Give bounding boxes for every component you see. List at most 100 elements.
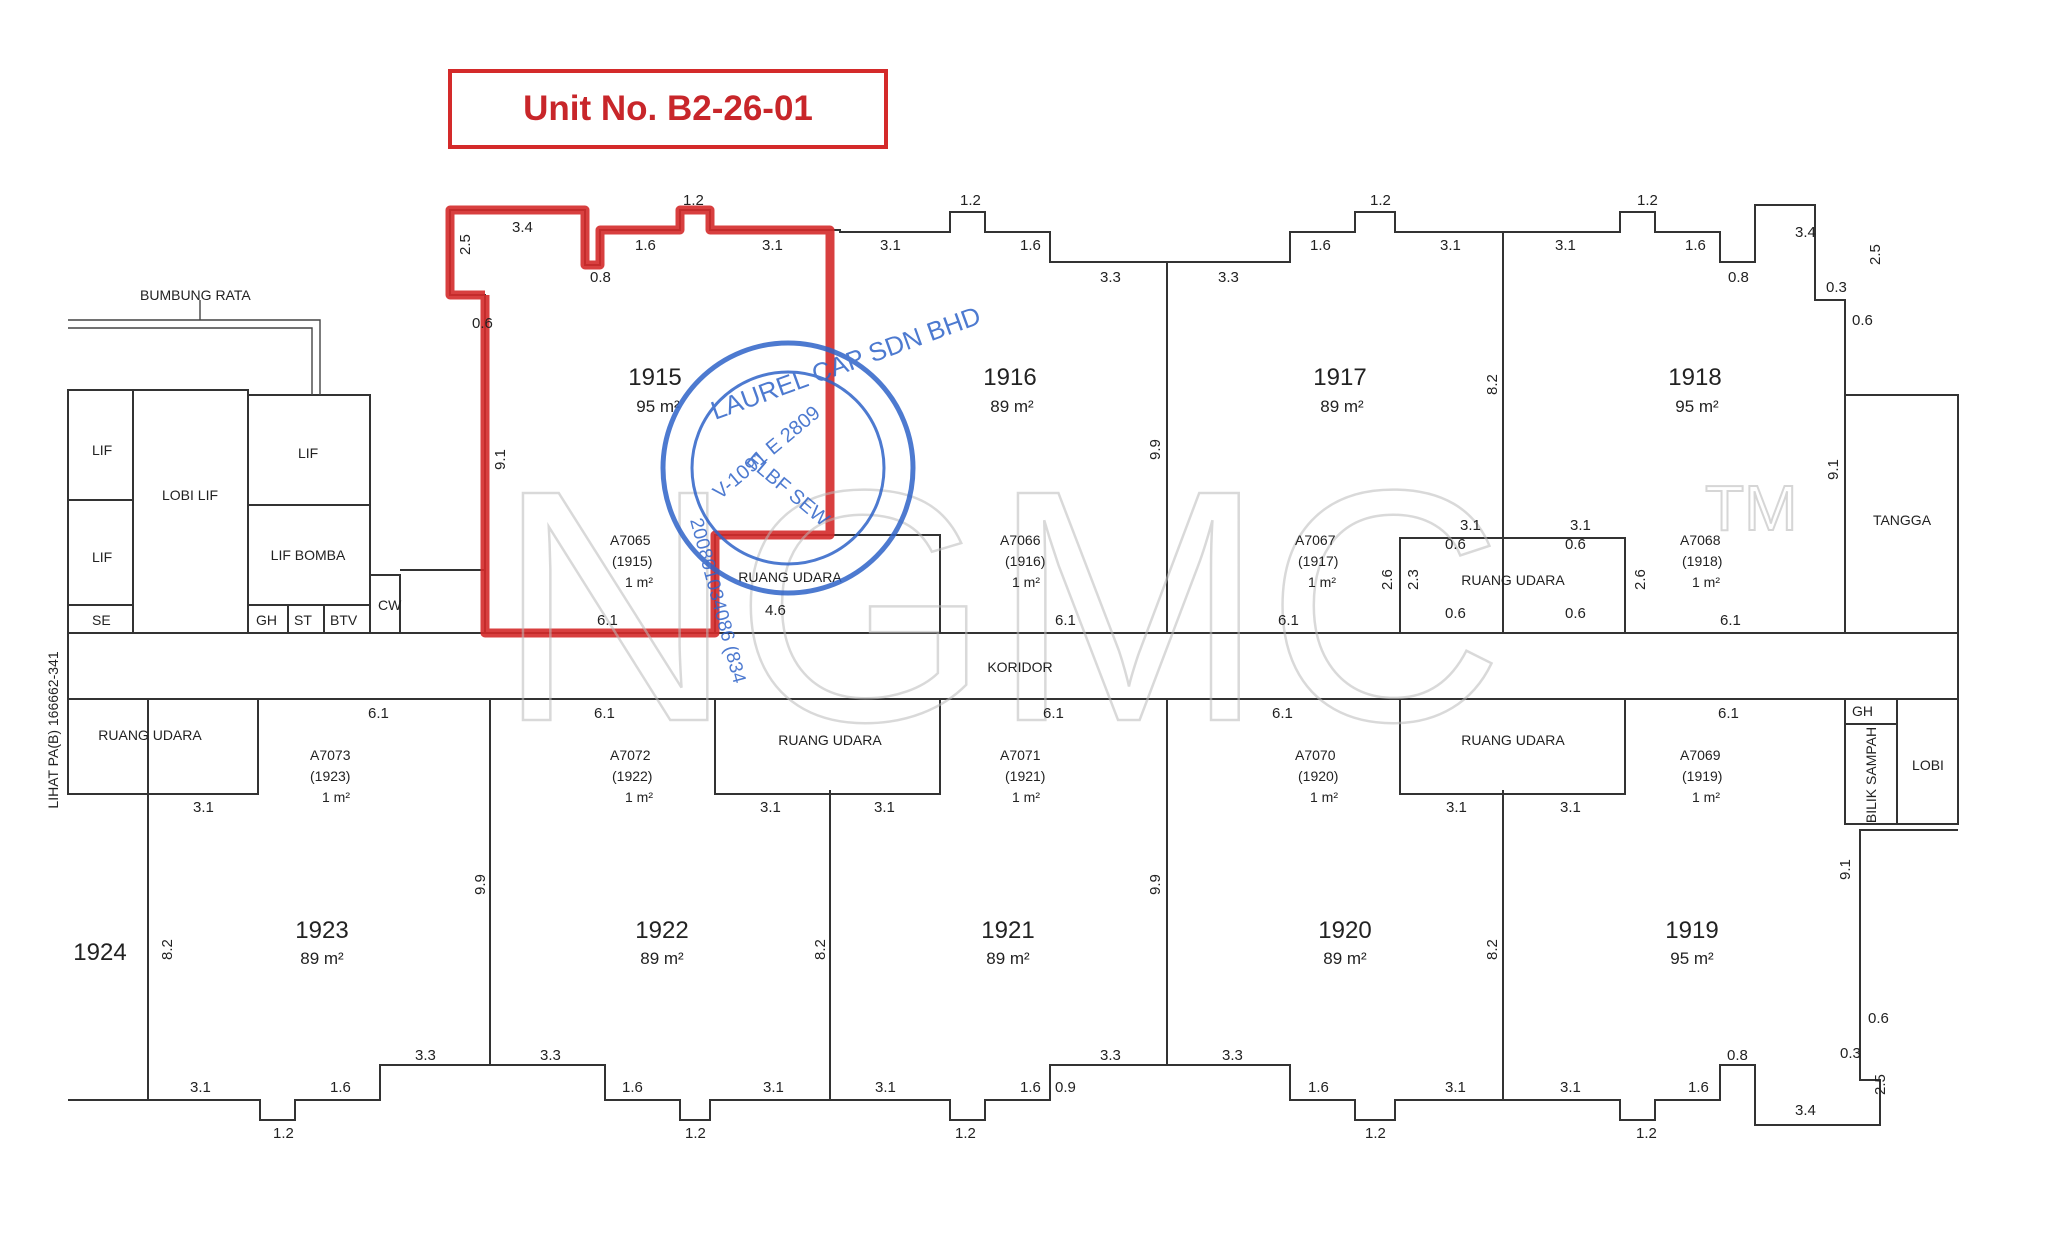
dimension: 1.6 — [330, 1079, 351, 1096]
accessory-parent: (1918) — [1682, 553, 1722, 569]
dimension: 3.1 — [874, 799, 895, 816]
dimension: 3.1 — [1445, 1079, 1466, 1096]
dimension: 8.2 — [1484, 374, 1501, 395]
roof-line-1 — [68, 319, 321, 395]
dimension: 9.1 — [1825, 459, 1842, 480]
dimension: 9.1 — [492, 449, 509, 470]
accessory-parent: (1917) — [1298, 553, 1338, 569]
air-space-label: RUANG UDARA — [98, 727, 202, 743]
dimension: 0.6 — [1445, 605, 1466, 622]
accessory-code: A7065 — [610, 532, 651, 548]
flat-roof-label: BUMBUNG RATA — [140, 287, 251, 303]
unit-area: 89 m² — [1323, 949, 1367, 968]
dimension: 8.2 — [159, 939, 176, 960]
dimension: 0.3 — [1826, 279, 1847, 296]
unit-area: 95 m² — [1675, 397, 1719, 416]
cw-box — [369, 574, 401, 634]
dimension: 3.3 — [415, 1047, 436, 1064]
accessory-parent: (1923) — [310, 768, 350, 784]
dimension: 8.2 — [1484, 939, 1501, 960]
cw-label: CW — [378, 597, 402, 613]
accessory-code: A7072 — [610, 747, 651, 763]
dimension: 9.1 — [1837, 859, 1854, 880]
air-space-bottom-3 — [1399, 698, 1626, 795]
dimension: 1.6 — [1020, 1079, 1041, 1096]
dimension-labels: 3.4 2.5 1.6 3.1 1.2 0.8 0.6 9.1 6.1 4.6 … — [159, 192, 1889, 1142]
dimension: 2.5 — [1867, 244, 1884, 265]
air-space-label: RUANG UDARA — [1461, 572, 1565, 588]
dimension: 3.4 — [1795, 224, 1816, 241]
dimension: 0.6 — [1565, 605, 1586, 622]
unit-number: 1919 — [1665, 917, 1718, 944]
unit-number: 1920 — [1318, 917, 1371, 944]
accessory-area: 1 m² — [1012, 574, 1040, 590]
lobby-right — [1896, 698, 1959, 825]
staircase-label: TANGGA — [1873, 512, 1932, 528]
dimension: 2.5 — [1872, 1074, 1889, 1095]
dimension: 6.1 — [1718, 705, 1739, 722]
stamp-company: LAUREL CAP SDN BHD — [707, 300, 985, 426]
dimension: 1.2 — [273, 1125, 294, 1142]
dimension: 0.6 — [1445, 536, 1466, 553]
accessory-labels: A7065 (1915) 1 m² A7066 (1916) 1 m² A706… — [310, 532, 1722, 805]
corridor-label: KORIDOR — [987, 659, 1052, 675]
dimension: 1.2 — [685, 1125, 706, 1142]
dimension: 0.3 — [1840, 1045, 1861, 1062]
air-space-label: RUANG UDARA — [1461, 732, 1565, 748]
dimension: 3.1 — [1570, 517, 1591, 534]
dimension: 0.9 — [1055, 1079, 1076, 1096]
fire-lift-label: LIF BOMBA — [271, 547, 346, 563]
dimension: 3.1 — [880, 237, 901, 254]
accessory-area: 1 m² — [1012, 789, 1040, 805]
dimension: 3.1 — [875, 1079, 896, 1096]
dimension: 0.8 — [1727, 1047, 1748, 1064]
accessory-area: 1 m² — [1308, 574, 1336, 590]
lobby-label: LOBI — [1912, 757, 1944, 773]
unit-area: 89 m² — [1320, 397, 1364, 416]
dimension: 4.6 — [765, 602, 786, 619]
accessory-code: A7069 — [1680, 747, 1721, 763]
lift-label: LIF — [92, 549, 112, 565]
dimension: 3.3 — [1100, 269, 1121, 286]
dimension: 1.6 — [622, 1079, 643, 1096]
dimension: 0.6 — [1565, 536, 1586, 553]
dimension: 1.6 — [1688, 1079, 1709, 1096]
corridor — [67, 632, 1959, 700]
unit-labels: 1915 95 m² 1916 89 m² 1917 89 m² 1918 95… — [73, 364, 1721, 968]
dimension: 6.1 — [594, 705, 615, 722]
unit-area: 89 m² — [300, 949, 344, 968]
dimension: 3.4 — [1795, 1102, 1816, 1119]
bottom-facade-outline — [68, 829, 1958, 1126]
dimension: 0.8 — [590, 269, 611, 286]
dimension: 3.1 — [762, 237, 783, 254]
dimension: 3.3 — [1222, 1047, 1243, 1064]
dimension: 6.1 — [368, 705, 389, 722]
unit-number: 1916 — [983, 364, 1036, 391]
dimension: 8.2 — [812, 939, 829, 960]
roof-line-2 — [68, 327, 313, 395]
dimension: 0.8 — [1728, 269, 1749, 286]
dimension: 6.1 — [1043, 705, 1064, 722]
dimension: 1.2 — [1637, 192, 1658, 209]
watermark-tm: TM — [1705, 472, 1797, 544]
unit-area: 89 m² — [990, 397, 1034, 416]
dimension: 1.6 — [1310, 237, 1331, 254]
dimension: 6.1 — [597, 612, 618, 629]
dimension: 6.1 — [1055, 612, 1076, 629]
st-label: ST — [294, 612, 312, 628]
dimension: 1.2 — [1365, 1125, 1386, 1142]
reference-label: LIHAT PA(B) 166662-341 — [45, 651, 61, 808]
gh-label: GH — [256, 612, 277, 628]
unit-number: 1918 — [1668, 364, 1721, 391]
unit-number: 1923 — [295, 917, 348, 944]
watermark: NGMC — [496, 421, 1504, 790]
dimension: 1.6 — [1308, 1079, 1329, 1096]
dimension: 1.6 — [1020, 237, 1041, 254]
dimension: 1.2 — [955, 1125, 976, 1142]
accessory-parent: (1916) — [1005, 553, 1045, 569]
unit-number: 1915 — [628, 364, 681, 391]
dimension: 3.1 — [1440, 237, 1461, 254]
unit-area: 95 m² — [1670, 949, 1714, 968]
accessory-code: A7066 — [1000, 532, 1041, 548]
accessory-area: 1 m² — [322, 789, 350, 805]
